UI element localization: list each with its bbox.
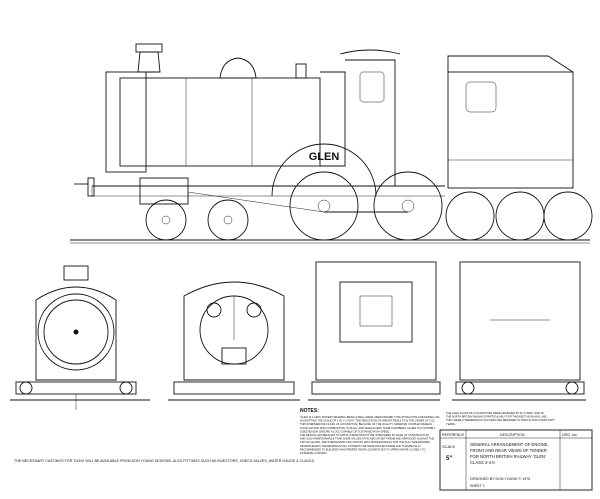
coal-space — [339, 281, 413, 343]
smokebox-door — [43, 299, 109, 365]
cab-backhead-outline — [183, 281, 285, 381]
bogie-wheel-rear-hub — [223, 215, 233, 225]
notes-left-line: THIS INTERMEDIATE CLASS OF LOCOMOTIVE, B… — [300, 422, 433, 426]
tender-front-body — [315, 261, 437, 381]
front-buffer-beam — [15, 381, 137, 395]
front-chimney — [63, 265, 89, 281]
coupled-wheel-trailing-hub — [401, 199, 415, 213]
tender-wheel-2 — [495, 191, 545, 241]
title-col-scale: SCALE — [442, 444, 455, 449]
bogie-wheel-front — [145, 199, 187, 241]
safety-valve-casing — [295, 63, 307, 79]
firehole-door — [221, 347, 247, 365]
cylinder — [139, 177, 189, 205]
tender-body — [447, 71, 574, 189]
tender-front-door — [359, 295, 393, 327]
cab-window — [359, 71, 385, 103]
castings-footer-note: THE NECESSARY CASTINGS FOR 'GLEN' WILL B… — [14, 459, 315, 463]
chimney-cap — [135, 43, 163, 53]
side-elevation: GLEN — [70, 43, 593, 244]
rear-cab-view — [168, 281, 300, 401]
tender-wheel-3 — [543, 191, 593, 241]
notes-right-line: YEARS. — [446, 422, 456, 426]
vacuum-gauge — [246, 302, 262, 318]
tender-right-buffer — [565, 381, 579, 395]
boiler-barrel — [119, 77, 321, 167]
notes-left-line: NEVERTHELESS THE BEARINGS WILL POSSESS T… — [300, 444, 421, 448]
connecting-rod — [187, 191, 325, 213]
notes-right-line: THEY WERE A TREMENDOUS SUCCESS AND REMAI… — [446, 418, 555, 422]
notes-left-line: IN ADOPTING THE SCALE OF 1 IN. = 1 FOOT,… — [300, 419, 435, 423]
title-description-line: FOR NORTH BRITISH RAILWAY 'GLEN' — [470, 454, 546, 459]
chimney — [137, 51, 161, 73]
dome — [219, 57, 257, 79]
title-description-text: GENERAL ARRANGEMENT OF ENGINE,FRONT AND … — [470, 442, 549, 465]
front-view — [10, 265, 150, 410]
side-nameplate-text: GLEN — [309, 151, 340, 163]
firebox — [320, 71, 346, 167]
tender-top-flare — [447, 55, 574, 73]
notes-right-text: THE GLEN CLASS OF LOCOMOTIVES WERE DESIG… — [446, 411, 555, 426]
title-sheet: SHEET 1 — [470, 484, 485, 488]
notes-left-line: GOOD AIR AND SPAN COMBUSTION, IS MUCH, A… — [300, 426, 436, 430]
driving-wheel-splasher — [271, 143, 377, 197]
title-block: REFERENCE DESCRIPTION DRG. No. SCALE 5" … — [439, 429, 593, 491]
cab-front — [345, 59, 396, 186]
cab-floor — [173, 381, 295, 395]
notes-left-text: 'GLEN' IS A VERY MODEST DRAWING BEING A … — [300, 415, 440, 455]
buffer-beam — [87, 177, 95, 197]
front-left-buffer — [19, 381, 33, 395]
notes-right-line: THE NORTH BRITISH RAILWAYS PARTICULARLY … — [446, 415, 547, 419]
tender-rear-view — [452, 261, 586, 401]
smokebox — [105, 71, 147, 173]
front-right-buffer — [119, 381, 133, 395]
tender-wheel-1 — [445, 191, 495, 241]
tender-front-beam — [311, 381, 441, 395]
valance — [91, 186, 445, 197]
tender-rear-beam — [455, 381, 585, 395]
tender-front-view — [308, 261, 441, 401]
bogie-wheel-rear — [207, 199, 249, 241]
title-designer: DESIGNED BY DON YOUNG © 1976 — [470, 477, 530, 481]
smokebox-door-handle — [73, 329, 79, 335]
bogie-wheel-front-hub — [161, 215, 171, 225]
title-col-reference: REFERENCE — [442, 433, 465, 437]
tender-left-buffer — [461, 381, 475, 395]
tender-rear-body — [459, 261, 581, 381]
title-col-drg: DRG. No. — [562, 433, 578, 437]
notes-left-line: SIZED BOILER, ENSURE A LOCO CAPABLE OF S… — [300, 429, 390, 433]
title-scale-value: 5" — [446, 456, 452, 462]
notes-right-line: THE GLEN CLASS OF LOCOMOTIVES WERE DESIG… — [446, 411, 544, 415]
coupled-wheel-leading — [289, 171, 359, 241]
notes-left-line: THE DESIGN HAS BEEN SET TO MATCH FROM PR… — [300, 433, 429, 437]
notes-block: NOTES: 'GLEN' IS A VERY MODEST DRAWING B… — [300, 408, 555, 455]
tender-locker — [465, 81, 497, 113]
title-col-description: DESCRIPTION — [500, 433, 525, 437]
notes-left-line: 'GLEN' IS A VERY MODEST DRAWING BEING A … — [300, 415, 440, 419]
coupled-wheel-trailing — [373, 171, 443, 241]
title-description-line: GENERAL ARRANGEMENT OF ENGINE, — [470, 442, 549, 447]
title-block-frame — [439, 429, 593, 491]
title-description-line: CLASS 4-4-0 — [470, 460, 495, 465]
notes-left-line: AND SUCH PERFORMANCE THAN SOME VALUES AT… — [300, 437, 434, 441]
pressure-gauge — [206, 302, 222, 318]
front-cab-outline — [35, 286, 117, 381]
notes-left-line: EXTERNAL CONTENT. — [300, 451, 328, 455]
smokebox-front-outer — [37, 293, 115, 371]
title-description-line: FRONT AND REAR VIEWS OF TENDER — [470, 448, 547, 453]
notes-left-line: RECOMMENDED TO BUILDERS WHO PREFER THEIR… — [300, 447, 425, 451]
coupled-wheel-leading-hub — [317, 199, 331, 213]
cab-roof — [339, 49, 401, 55]
notes-heading: NOTES: — [300, 408, 319, 414]
notes-left-line: PISTON VALVES, AND STEPHENSON LINK MOTIO… — [300, 440, 431, 444]
